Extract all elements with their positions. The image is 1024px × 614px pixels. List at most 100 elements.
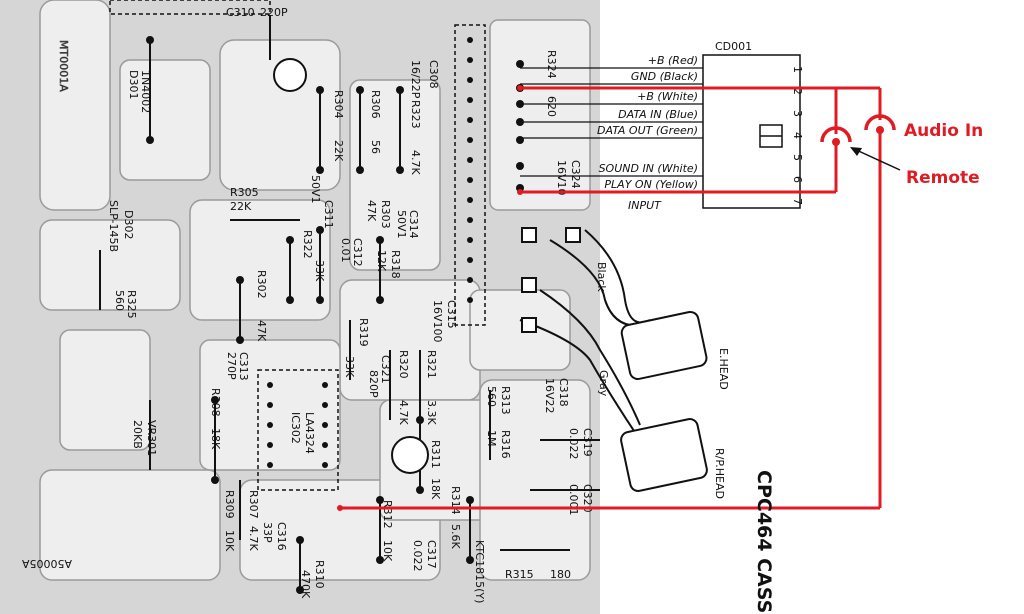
- label-vr301: VR301: [145, 420, 158, 456]
- label-d301: D301: [127, 70, 140, 99]
- connector-pin-number: 2: [791, 88, 804, 95]
- connector-pin-label: SOUND IN (White): [599, 162, 698, 175]
- red-wire-dots: [337, 85, 523, 511]
- label-r305-value: 22K: [230, 200, 252, 213]
- jack-remote: [820, 126, 852, 146]
- label-r321: R321: [425, 350, 438, 379]
- label-transistor: KTC1815(Y): [473, 540, 486, 603]
- red-wiring: [340, 86, 882, 510]
- connector-pin-label: DATA IN (Blue): [618, 108, 698, 121]
- connector-pin-number: 1: [791, 66, 804, 73]
- label-r322-value: 33K: [313, 260, 326, 282]
- label-c321: C321: [379, 355, 392, 384]
- label-r303: R303: [379, 200, 392, 229]
- label-r311-value: 18K: [429, 478, 442, 500]
- label-c318: C318: [557, 378, 570, 407]
- label-r314-value: 5.6K: [449, 524, 462, 549]
- remote-pointer-arrow: [850, 147, 901, 171]
- wire-gray-label: Gray: [597, 370, 610, 397]
- connector-name: CD001: [715, 40, 752, 53]
- label-ic302: IC302: [289, 412, 302, 444]
- label-r323: R323: [409, 100, 422, 129]
- pcb-components: [99, 15, 600, 590]
- label-bottom-code: A50005A: [21, 557, 72, 570]
- label-c317: C317: [425, 540, 438, 569]
- label-c308: C308: [427, 60, 440, 89]
- jack-audio-in: [864, 114, 896, 134]
- label-r320-value: 4.7K: [397, 400, 410, 425]
- connector-pin-label: +B (White): [637, 90, 698, 103]
- label-c318-value: 16V22: [543, 378, 556, 414]
- connector-pin-label: DATA OUT (Green): [597, 124, 698, 137]
- label-r315: R315: [505, 568, 534, 581]
- label-r311: R311: [429, 440, 442, 469]
- label-r313-value: 560: [485, 386, 498, 407]
- connector-pin-label: GND (Black): [631, 70, 698, 83]
- label-r304: R304: [332, 90, 345, 119]
- erase-head-label: E.HEAD: [717, 348, 730, 390]
- label-r313: R313: [499, 386, 512, 415]
- remote-label: Remote: [906, 168, 980, 188]
- label-r319: R319: [357, 318, 370, 347]
- board-title: CPC464 CASS: [753, 470, 775, 613]
- mounting-holes: [273, 58, 429, 474]
- label-c313-value: 270P: [225, 352, 238, 380]
- cassette-heads: E.HEAD R/P.HEAD Black Gray: [519, 227, 730, 499]
- label-c320: C320: [581, 484, 594, 513]
- label-c310-value: 220P: [260, 6, 288, 19]
- connector-pin-label: PLAY ON (Yellow): [604, 178, 698, 191]
- wire-black-label: Black: [595, 262, 608, 292]
- label-c315-value: 16V100: [431, 300, 444, 343]
- label-r322: R322: [301, 230, 314, 259]
- label-r323-value: 4.7K: [409, 150, 422, 175]
- label-c311: C311: [322, 200, 335, 229]
- label-c316-value: 33P: [261, 522, 274, 543]
- rp-head-label: R/P.HEAD: [713, 448, 726, 499]
- label-slp145b: SLP-145B: [107, 200, 120, 252]
- label-r310-value: 470K: [299, 570, 312, 599]
- component-labels: C310 220P R324 620 C308 16/22P D301 1N40…: [21, 6, 594, 603]
- connector-pin-number: 6: [791, 176, 804, 183]
- label-r307: R307: [247, 490, 260, 519]
- label-r307-value: 4.7K: [247, 526, 260, 551]
- label-r309-value: 10K: [223, 530, 236, 552]
- label-1n4002: 1N4002: [139, 70, 152, 113]
- label-r308-value: 18K: [209, 428, 222, 450]
- label-r316: R316: [499, 430, 512, 459]
- label-c312: C312: [351, 238, 364, 267]
- ic-outlines: [109, 0, 486, 491]
- audio-in-jack-icon: [864, 114, 896, 131]
- label-r306: R306: [369, 90, 382, 119]
- rp-head: [620, 418, 708, 492]
- connector-pin-label: +B (Red): [648, 54, 698, 67]
- label-r318: R318: [389, 250, 402, 279]
- label-c311-value: 50V1: [309, 175, 322, 204]
- label-c315: C315: [445, 300, 458, 329]
- pcb-traces: [39, 0, 591, 581]
- label-r315-value: 180: [550, 568, 571, 581]
- label-r325: R325: [125, 290, 138, 319]
- audio-in-label: Audio In: [904, 121, 983, 141]
- label-c319-value: 0.022: [567, 428, 580, 460]
- label-r325-value: 560: [113, 290, 126, 311]
- connector-pin-number: 3: [791, 110, 804, 117]
- label-d302: D302: [122, 210, 135, 239]
- label-c321-value: 820P: [367, 370, 380, 398]
- label-la4324: LA4324: [303, 412, 316, 454]
- board-id-label: MT0001A: [57, 40, 70, 92]
- label-c314-value: 50V1: [395, 210, 408, 239]
- label-r320: R320: [397, 350, 410, 379]
- label-c317-value: 0.022: [411, 540, 424, 572]
- label-r312-value: 10K: [381, 540, 394, 562]
- remote-jack-icon: [820, 126, 852, 143]
- label-c324-value: 16V10: [555, 160, 568, 196]
- label-r306-value: 56: [369, 140, 382, 154]
- connector-pin-number: 4: [791, 132, 804, 139]
- erase-head: [620, 310, 708, 381]
- label-r302: R302: [255, 270, 268, 299]
- input-label: INPUT: [628, 199, 662, 212]
- connector-pin-number: 7: [791, 198, 804, 205]
- label-c310: C310: [226, 6, 255, 19]
